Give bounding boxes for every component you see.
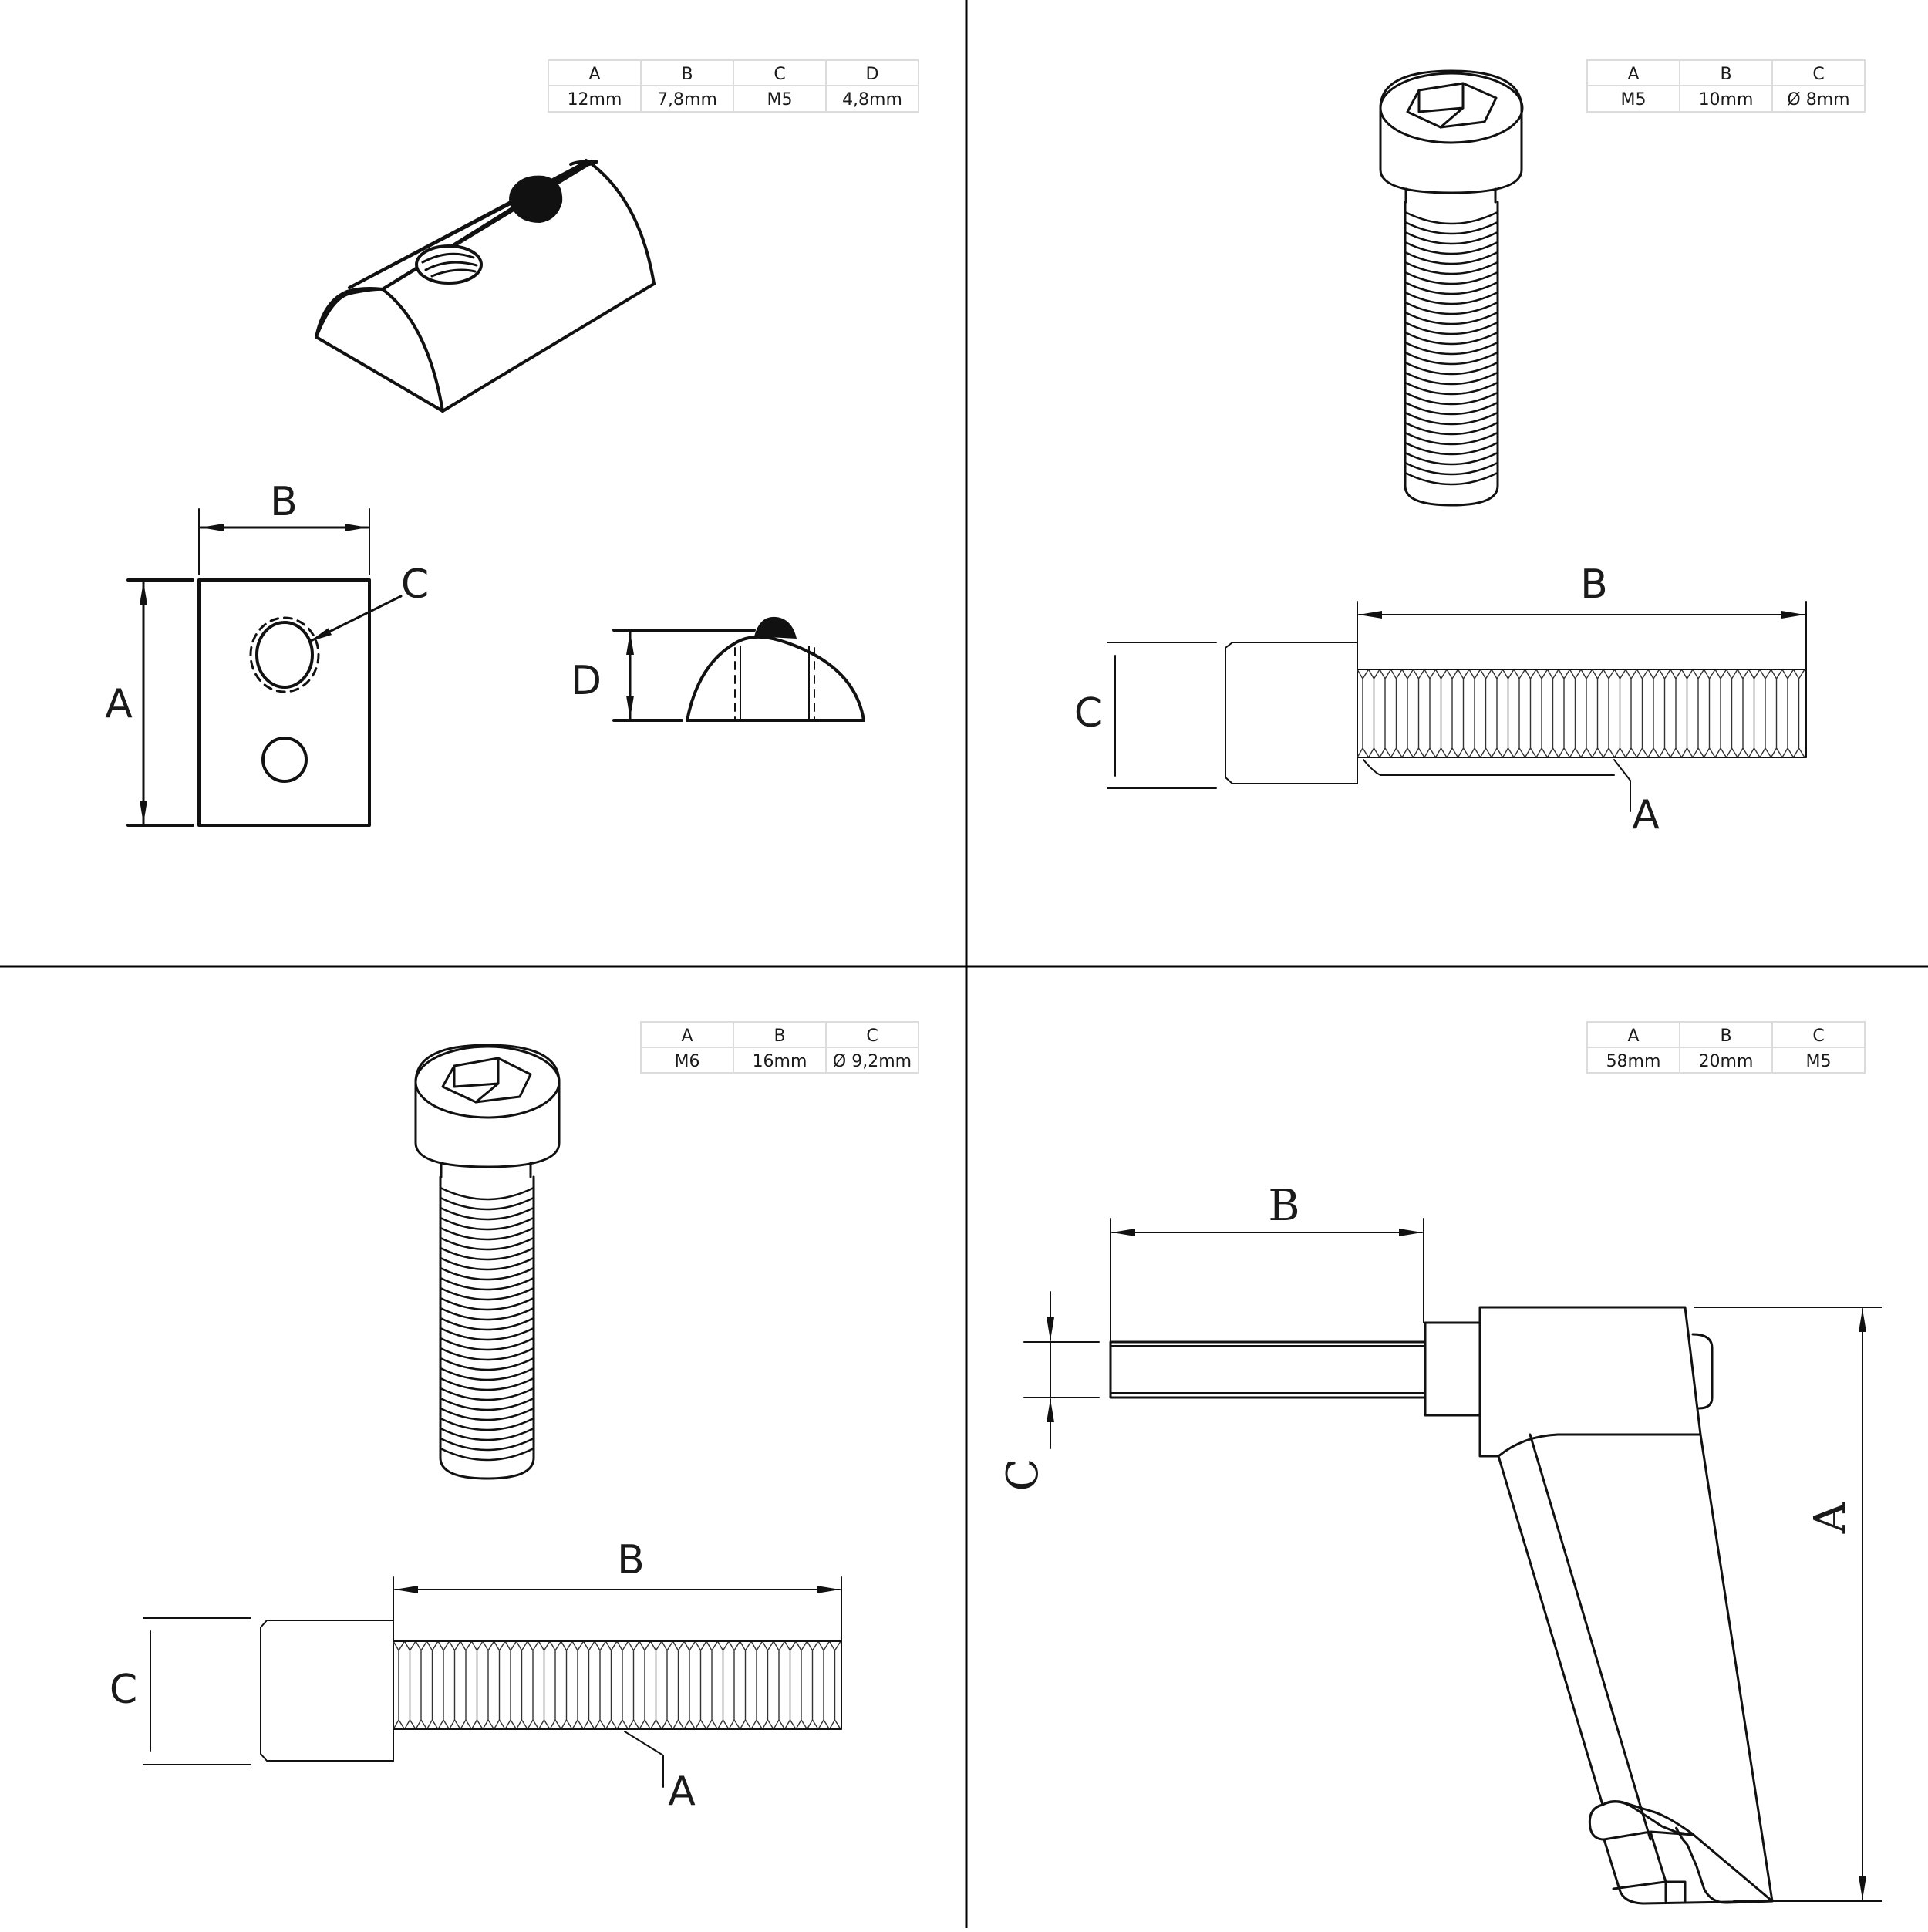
dimension-label-c: C (110, 1667, 137, 1713)
dimension-label-a: A (1632, 792, 1660, 838)
table-value-c: Ø 9,2mm (833, 1052, 912, 1071)
table-value-b: 7,8mm (657, 90, 717, 110)
dimension-label-b: B (270, 479, 298, 525)
spec-table-clamping-lever: A B C 58mm 20mm M5 (1586, 1021, 1866, 1074)
table-header-d: D (866, 65, 879, 84)
screw-m6-side-view: C B A (110, 1537, 842, 1815)
dimension-label-c: C (998, 1458, 1048, 1492)
panel-screw-m6: A B C M6 16mm Ø 9,2mm C B (110, 1021, 919, 1815)
dimension-label-b: B (1268, 1181, 1299, 1231)
table-value-a: M6 (675, 1052, 700, 1071)
table-header-c: C (774, 65, 785, 84)
panel-clamping-lever: A B C 58mm 20mm M5 (998, 1021, 1882, 1905)
clamping-lever-illustration (1109, 1306, 1774, 1905)
table-header-a: A (1627, 65, 1639, 84)
screw-m5-side-view: C B A (1074, 561, 1807, 838)
table-value-c: M5 (767, 90, 793, 110)
panel-screw-m5: A B C M5 10mm Ø 8mm C B (1074, 59, 1866, 838)
table-header-a: A (1627, 1027, 1639, 1046)
table-value-b: 10mm (1699, 90, 1754, 110)
dimension-label-c: C (1074, 690, 1102, 737)
screw-m6-isometric-illustration (414, 1044, 561, 1480)
table-value-b: 20mm (1699, 1052, 1754, 1071)
table-value-c: Ø 8mm (1787, 90, 1849, 110)
dimension-label-b: B (617, 1537, 645, 1583)
spec-table-screw-m5: A B C M5 10mm Ø 8mm (1586, 59, 1866, 113)
dimension-label-a: A (105, 681, 133, 727)
table-header-b: B (1720, 1027, 1731, 1046)
table-value-c: M5 (1806, 1052, 1832, 1071)
spec-table-t-nut: A B C D 12mm 7,8mm M5 4,8mm (548, 59, 919, 113)
table-header-b: B (774, 1027, 785, 1046)
spec-table-screw-m6: A B C M6 16mm Ø 9,2mm (640, 1021, 919, 1074)
table-header-c: C (866, 1027, 878, 1046)
dimension-label-b: B (1580, 561, 1608, 608)
table-header-b: B (681, 65, 693, 84)
dimension-label-a: A (668, 1768, 696, 1815)
dimension-label-a: A (1805, 1502, 1856, 1534)
table-value-a: 58mm (1606, 1052, 1661, 1071)
dimension-label-d: D (571, 658, 602, 704)
screw-m5-isometric-illustration (1379, 69, 1524, 507)
table-header-c: C (1812, 65, 1824, 84)
table-header-a: A (681, 1027, 693, 1046)
table-header-a: A (588, 65, 600, 84)
t-nut-isometric-illustration (315, 159, 656, 413)
table-value-d: 4,8mm (842, 90, 902, 110)
table-value-b: 16mm (753, 1052, 807, 1071)
table-header-b: B (1720, 65, 1731, 84)
clamping-lever-dimensions: B C A (998, 1181, 1882, 1902)
table-value-a: M5 (1621, 90, 1647, 110)
dimension-label-c: C (401, 561, 429, 608)
t-nut-top-view: B A C (105, 479, 429, 827)
table-header-c: C (1812, 1027, 1824, 1046)
t-nut-side-view: D (571, 616, 865, 722)
table-value-a: 12mm (568, 90, 622, 110)
panel-t-nut: A B C D 12mm 7,8mm M5 4,8mm (105, 59, 919, 827)
